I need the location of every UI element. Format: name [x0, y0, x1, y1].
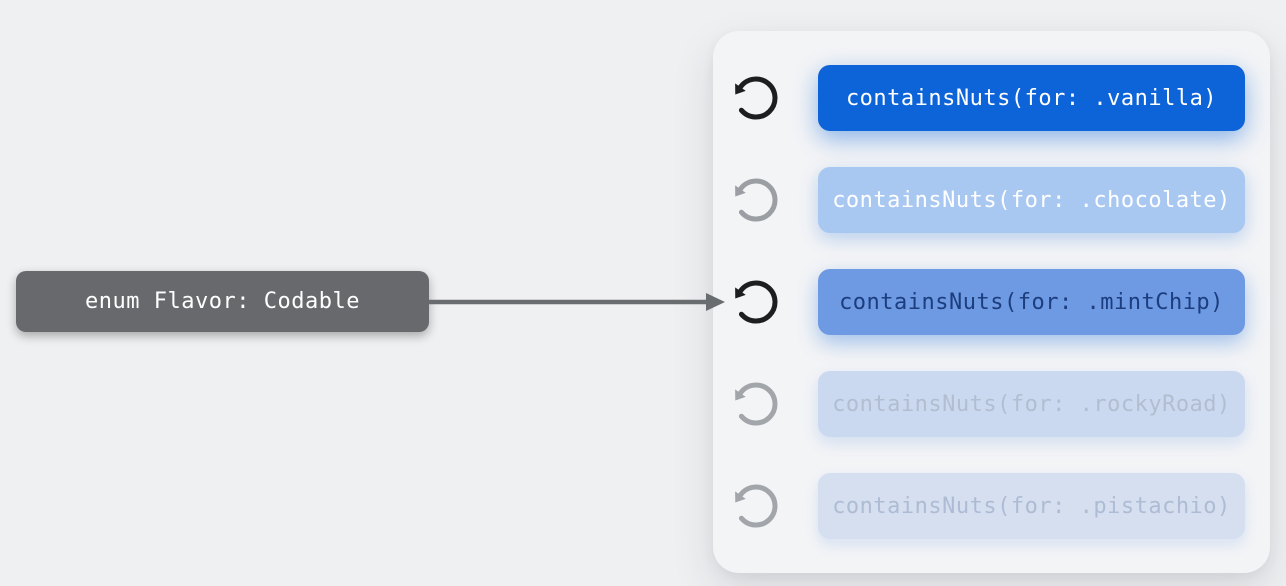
flavor-row-mintchip: containsNuts(for: .mintChip) — [713, 269, 1270, 335]
arrow-shaft — [429, 299, 708, 305]
flavor-pill[interactable]: containsNuts(for: .chocolate) — [818, 167, 1245, 233]
counterclockwise-loop-icon — [728, 172, 784, 228]
flavor-pill[interactable]: containsNuts(for: .rockyRoad) — [818, 371, 1245, 437]
flavor-row-vanilla: containsNuts(for: .vanilla) — [713, 65, 1270, 131]
counterclockwise-loop-icon — [728, 274, 784, 330]
enum-node-label: enum Flavor: Codable — [85, 289, 360, 314]
enum-node: enum Flavor: Codable — [16, 271, 429, 332]
flavor-pill[interactable]: containsNuts(for: .pistachio) — [818, 473, 1245, 539]
counterclockwise-loop-icon — [728, 376, 784, 432]
flavor-row-chocolate: containsNuts(for: .chocolate) — [713, 167, 1270, 233]
flavor-pill[interactable]: containsNuts(for: .vanilla) — [818, 65, 1245, 131]
flavor-pill[interactable]: containsNuts(for: .mintChip) — [818, 269, 1245, 335]
counterclockwise-loop-icon — [728, 70, 784, 126]
relation-arrow — [429, 293, 725, 311]
counterclockwise-loop-icon — [728, 478, 784, 534]
flavor-panel: containsNuts(for: .vanilla) containsNuts… — [713, 31, 1270, 573]
arrow-head — [706, 293, 725, 311]
flavor-row-pistachio: containsNuts(for: .pistachio) — [713, 473, 1270, 539]
flavor-row-rockyroad: containsNuts(for: .rockyRoad) — [713, 371, 1270, 437]
